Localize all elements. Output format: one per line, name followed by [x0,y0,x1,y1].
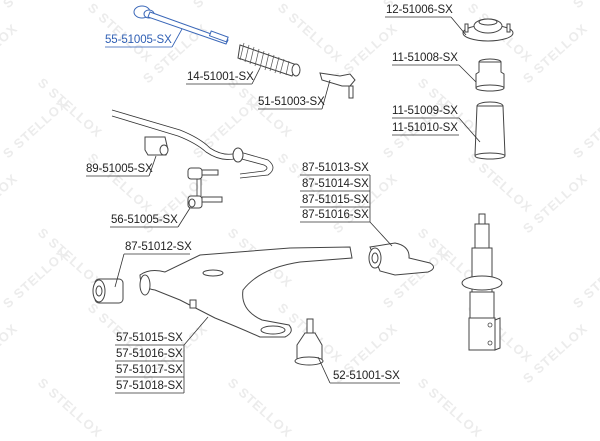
inner-tie-rod-drawing[interactable] [133,5,229,45]
label-rear-bushing-3[interactable]: 87-51015-SX [302,194,369,206]
front-arm-bushing-drawing[interactable] [92,278,124,304]
stabilizer-link-drawing[interactable] [187,167,223,209]
label-strut-mount[interactable]: 12-51006-SX [386,4,453,16]
stabilizer-bushing-drawing[interactable] [144,136,169,156]
label-control-arm-1[interactable]: 57-51015-SX [116,332,183,344]
label-control-arm-4[interactable]: 57-51018-SX [116,380,183,392]
strut-mount-drawing[interactable] [462,18,514,42]
stabilizer-bar-drawing[interactable] [111,109,274,179]
label-ball-joint[interactable]: 52-51001-SX [333,370,400,382]
label-stabilizer-link[interactable]: 56-51005-SX [111,214,178,226]
label-stabilizer-bushing[interactable]: 89-51005-SX [86,163,153,175]
label-rear-bushing-4[interactable]: 87-51016-SX [302,209,369,221]
control-arm-drawing[interactable] [139,246,353,338]
ball-joint-drawing[interactable] [294,318,324,366]
label-dust-boot-1[interactable]: 11-51009-SX [392,105,458,117]
label-tie-rod-end[interactable]: 51-51003-SX [258,96,325,108]
label-steering-boot[interactable]: 14-51001-SX [187,71,254,83]
label-dust-boot-2[interactable]: 11-51010-SX [392,122,458,134]
rear-arm-bushing-drawing[interactable] [368,242,434,276]
label-control-arm-2[interactable]: 57-51016-SX [116,348,183,360]
label-rear-bushing-2[interactable]: 87-51014-SX [302,178,369,190]
steering-boot-drawing[interactable] [237,42,301,77]
bump-stop-drawing[interactable] [475,58,505,92]
label-control-arm-3[interactable]: 57-51017-SX [116,364,183,376]
tie-rod-end-drawing[interactable] [319,72,356,99]
parts-diagram [86,5,514,394]
label-front-arm-bushing[interactable]: 87-51012-SX [125,241,192,253]
dust-boot-drawing[interactable] [474,101,506,160]
label-bump-stop[interactable]: 11-51008-SX [392,52,458,64]
label-inner-tie-rod[interactable]: 55-51005-SX [105,34,172,46]
label-rear-bushing-1[interactable]: 87-51013-SX [302,162,369,174]
strut-drawing[interactable] [461,213,503,351]
